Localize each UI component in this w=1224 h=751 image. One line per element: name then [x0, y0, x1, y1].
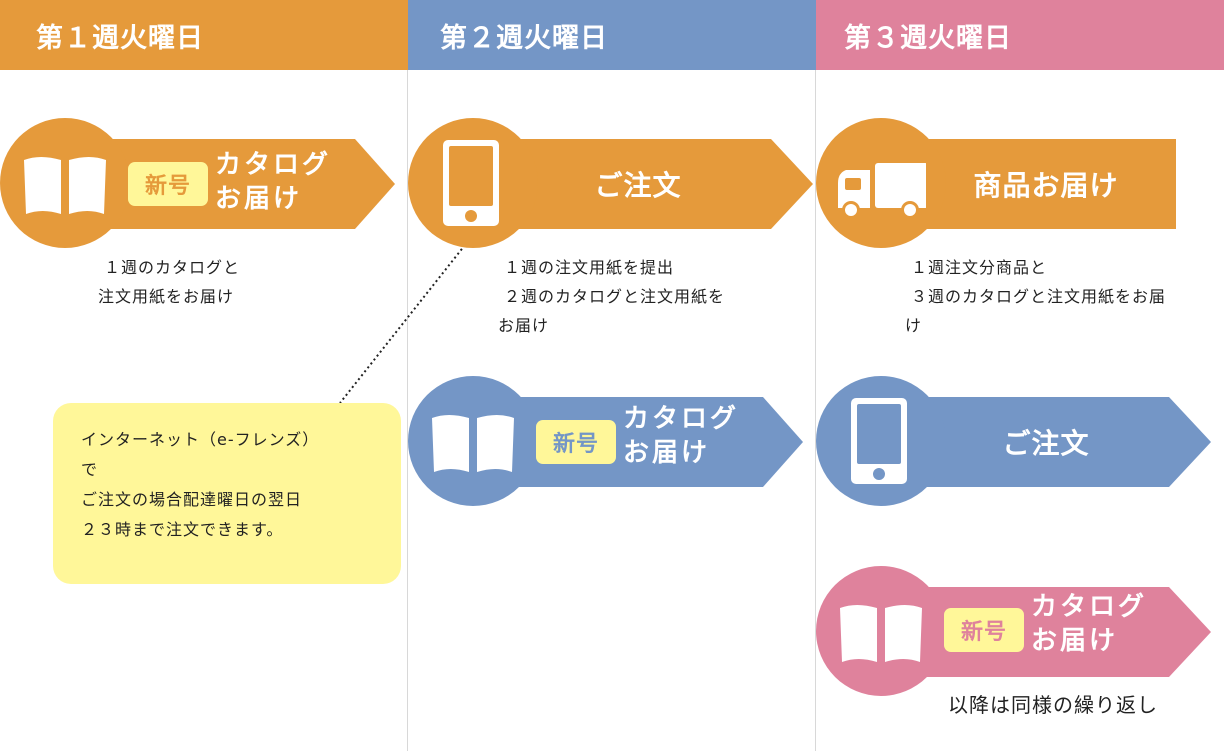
- icon-circle: [816, 566, 946, 696]
- book-icon: [24, 157, 106, 214]
- book-icon: [840, 605, 922, 662]
- description-line: １週の注文用紙を提出: [504, 258, 675, 277]
- step-label: カタログ お届け: [215, 148, 331, 216]
- book-icon: [432, 415, 514, 472]
- arrow-band: [468, 139, 813, 229]
- internet-order-note: インターネット（e-フレンズ） で ご注文の場合配達曜日の翌日 ２３時まで注文で…: [53, 403, 401, 584]
- step-week1-catalog: 新号 カタログ お届け: [0, 118, 395, 248]
- new-issue-badge: 新号: [128, 162, 208, 206]
- step-week3-delivery: 商品お届け: [816, 118, 1181, 248]
- step-label-line1: カタログ: [623, 404, 740, 434]
- step-label: カタログ お届け: [623, 402, 739, 470]
- repeat-note: 以降は同様の繰り返し: [948, 693, 1158, 717]
- smartphone-icon: [443, 140, 499, 226]
- new-issue-badge: 新号: [536, 420, 616, 464]
- step-week2-catalog: 新号 カタログ お届け: [408, 376, 803, 506]
- description-line: 注文用紙をお届け: [98, 287, 235, 306]
- note-line: インターネット（e-フレンズ）: [81, 430, 320, 449]
- column-header-week3-label: 第３週火曜日: [844, 22, 1012, 54]
- column-header-week2-label: 第２週火曜日: [440, 22, 608, 54]
- column-header-week1-label: 第１週火曜日: [36, 22, 204, 54]
- column-divider: [815, 70, 816, 751]
- description-line: お届け: [498, 316, 550, 335]
- step-label: ご注文: [1002, 427, 1090, 460]
- description-week2: １週の注文用紙を提出 ２週のカタログと注文用紙を お届け: [498, 253, 725, 340]
- column-header-week2: 第２週火曜日: [408, 0, 816, 70]
- description-line: け: [905, 316, 923, 335]
- step-label-line2: お届け: [1031, 626, 1119, 656]
- description-line: ２週のカタログと注文用紙を: [504, 287, 726, 306]
- icon-circle: [0, 118, 130, 248]
- step-label: カタログ お届け: [1031, 590, 1147, 658]
- description-line: １週注文分商品と: [911, 258, 1048, 277]
- arrow-band: [60, 139, 395, 229]
- column-divider: [407, 70, 408, 751]
- step-week3-catalog: 新号 カタログ お届け: [816, 566, 1211, 696]
- description-week3: １週注文分商品と ３週のカタログと注文用紙をお届 け: [905, 253, 1166, 340]
- description-week1: １週のカタログと 注文用紙をお届け: [98, 253, 240, 311]
- step-label-line1: カタログ: [1031, 592, 1148, 622]
- column-header-week3: 第３週火曜日: [816, 0, 1224, 70]
- description-line: ３週のカタログと注文用紙をお届: [911, 287, 1167, 306]
- arrow-band: [876, 397, 1211, 487]
- step-label: 商品お届け: [973, 169, 1119, 202]
- step-label-line1: カタログ: [215, 150, 332, 180]
- step-week3-order: ご注文: [816, 376, 1211, 506]
- step-label: ご注文: [594, 169, 682, 202]
- note-line: ２３時まで注文できます。: [81, 520, 284, 539]
- description-line: １週のカタログと: [104, 258, 241, 277]
- step-label-line2: お届け: [623, 438, 711, 468]
- new-issue-badge: 新号: [944, 608, 1024, 652]
- column-header-week1: 第１週火曜日: [0, 0, 408, 70]
- smartphone-icon: [851, 398, 907, 484]
- step-label-line2: お届け: [215, 184, 303, 214]
- icon-circle: [408, 376, 538, 506]
- arrow-band: [468, 397, 803, 487]
- note-line: で: [81, 460, 99, 479]
- note-line: ご注文の場合配達曜日の翌日: [81, 490, 303, 509]
- truck-icon: [838, 163, 926, 219]
- step-week2-order: ご注文: [408, 118, 813, 248]
